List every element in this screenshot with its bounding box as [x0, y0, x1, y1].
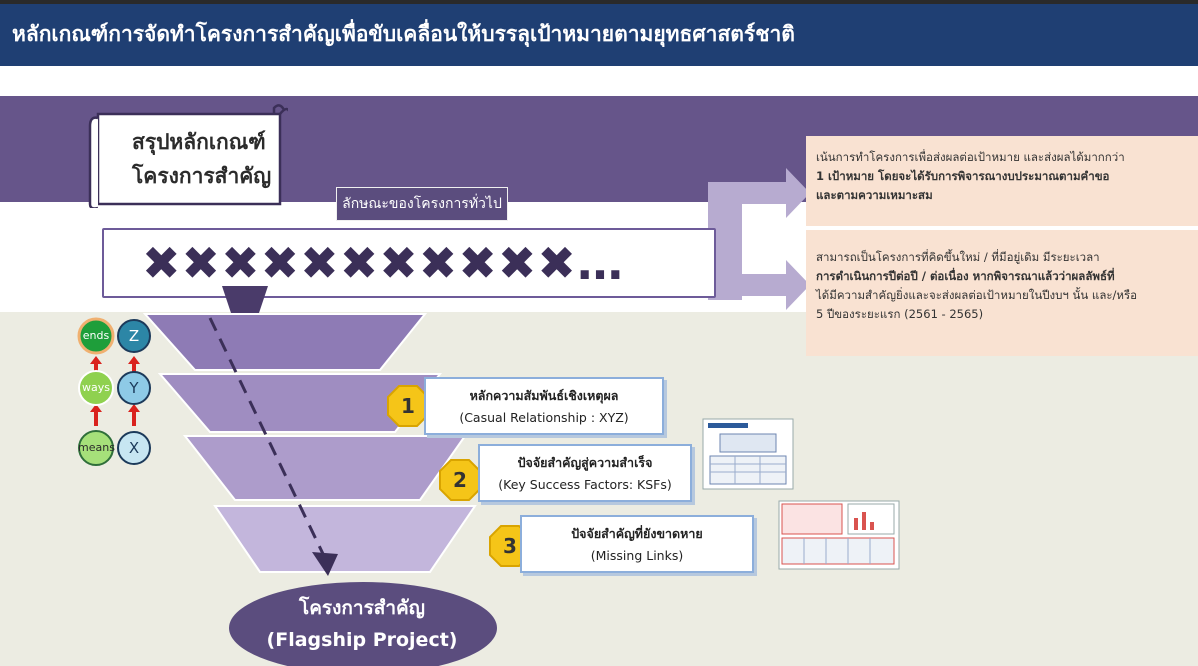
note1-line3: และตามความเหมาะสม	[816, 188, 933, 202]
scroll-title-line2: โครงการสำคัญ	[132, 164, 272, 188]
flagship-title-th: โครงการสำคัญ	[299, 597, 425, 619]
chain-x-label: X	[128, 439, 140, 457]
factor1-en: (Casual Relationship : XYZ)	[459, 410, 629, 425]
page-title: หลักเกณฑ์การจัดทำโครงการสำคัญเพื่อขับเคล…	[12, 22, 795, 46]
badge-1-number: 1	[401, 394, 415, 418]
factor1-th: หลักความสัมพันธ์เชิงเหตุผล	[469, 388, 619, 403]
missing-links-thumbnail	[778, 500, 900, 570]
scroll-title-line1: สรุปหลักเกณฑ์	[132, 130, 266, 154]
note-box-2: สามารถเป็นโครงการที่คิดขึ้นใหม่ / ที่มีอ…	[806, 230, 1198, 356]
note1-line1: เน้นการทำโครงการเพื่อส่งผลต่อเป้าหมาย แล…	[816, 150, 1125, 164]
title-bar	[0, 0, 1198, 66]
logic-chain	[77, 317, 151, 466]
factor2-th: ปัจจัยสำคัญสู่ความสำเร็จ	[517, 455, 653, 470]
x-pattern-box	[102, 228, 716, 298]
factor3-th: ปัจจัยสำคัญที่ยังขาดหาย	[571, 526, 703, 541]
badge-3-number: 3	[503, 534, 517, 558]
factor3-en: (Missing Links)	[590, 548, 684, 563]
factor2-en: (Key Success Factors: KSFs)	[498, 477, 672, 492]
chain-means-label: means	[78, 441, 115, 454]
badge-2-shape	[439, 459, 481, 501]
flagship-ellipse	[229, 582, 497, 666]
note-box-1: เน้นการทำโครงการเพื่อส่งผลต่อเป้าหมาย แล…	[806, 136, 1198, 226]
factor-box-3: ปัจจัยสำคัญที่ยังขาดหาย (Missing Links)	[520, 515, 754, 573]
factor-box-1: หลักความสัมพันธ์เชิงเหตุผล (Casual Relat…	[424, 377, 664, 435]
note1-line2: 1 เป้าหมาย โดยจะได้รับการพิจารณางบประมาณ…	[816, 169, 1110, 183]
x-pattern: ✖✖✖✖✖✖✖✖✖✖✖…	[142, 236, 624, 290]
note2-line4: 5 ปีของระยะแรก (2561 - 2565)	[816, 307, 984, 321]
chain-z-label: Z	[128, 327, 140, 345]
chain-ends-label: ends	[82, 329, 110, 342]
general-project-label: ลักษณะของโครงการทั่วไป	[336, 187, 508, 221]
flagship-title-en: (Flagship Project)	[266, 629, 458, 651]
factor-box-2: ปัจจัยสำคัญสู่ความสำเร็จ (Key Success Fa…	[478, 444, 692, 502]
scroll-banner	[88, 104, 288, 208]
funnel	[142, 286, 477, 576]
note2-line2: การดำเนินการปีต่อปี / ต่อเนื่อง หากพิจาร…	[816, 269, 1115, 283]
chain-y-label: Y	[129, 379, 139, 397]
ksf-document-thumbnail	[702, 418, 794, 490]
badge-2-number: 2	[453, 468, 467, 492]
note2-line1: สามารถเป็นโครงการที่คิดขึ้นใหม่ / ที่มีอ…	[816, 250, 1100, 264]
note2-line3: ได้มีความสำคัญยิ่งและจะส่งผลต่อเป้าหมายใ…	[816, 288, 1138, 302]
chain-ways-label: ways	[82, 381, 110, 394]
badge-1-shape	[387, 385, 429, 427]
